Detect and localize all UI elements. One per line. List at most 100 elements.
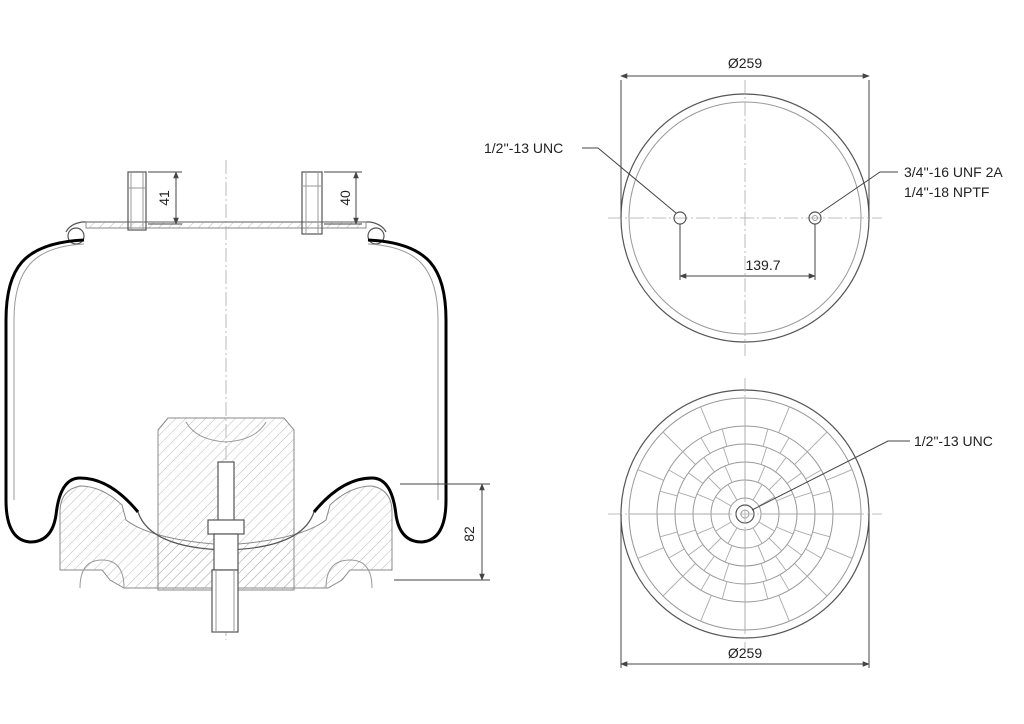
rib-line bbox=[775, 457, 787, 473]
callout-left-thread: 1/2''-13 UNC bbox=[484, 140, 563, 156]
bead-roll-left bbox=[67, 227, 85, 245]
pocket-left bbox=[79, 559, 125, 589]
rib-line bbox=[752, 484, 763, 501]
rib-line bbox=[752, 527, 763, 544]
top-view: Ø259 139.7 1/2''-13 UNC 3/4''-16 UNF 2A … bbox=[484, 55, 1003, 356]
rib-line bbox=[700, 406, 712, 433]
rib-line bbox=[794, 491, 812, 499]
rib-line bbox=[722, 447, 730, 465]
rib-line bbox=[805, 469, 822, 480]
rib-line bbox=[806, 431, 828, 453]
rib-line bbox=[760, 563, 768, 581]
rib-line bbox=[762, 428, 769, 447]
rib-line bbox=[722, 563, 730, 581]
rib-line bbox=[707, 476, 722, 491]
rib-line bbox=[682, 563, 696, 577]
rib-line bbox=[778, 595, 790, 622]
dim-40-label: 40 bbox=[337, 190, 353, 206]
rib-line bbox=[760, 447, 768, 465]
rib-line bbox=[768, 476, 783, 491]
leader-right bbox=[819, 171, 898, 214]
rib-line bbox=[688, 544, 704, 556]
bottom-view: Ø259 1/2"-13 UNC bbox=[608, 378, 993, 668]
piston-boss-cup bbox=[185, 421, 267, 443]
rib-line bbox=[662, 575, 684, 597]
stud-left bbox=[127, 171, 147, 231]
rib-line bbox=[776, 493, 794, 502]
rib-line bbox=[826, 469, 853, 481]
rib-line bbox=[659, 490, 678, 497]
rib-line bbox=[700, 437, 711, 454]
rib-line bbox=[696, 526, 714, 535]
rib-line bbox=[779, 574, 790, 591]
rib-line bbox=[678, 491, 696, 499]
rib-line bbox=[662, 431, 684, 453]
leader-bottom bbox=[751, 440, 910, 511]
rib-line bbox=[757, 465, 766, 483]
rib-line bbox=[724, 465, 733, 483]
rib-line bbox=[794, 563, 808, 577]
rib-line bbox=[659, 531, 678, 538]
rib-line bbox=[762, 581, 769, 600]
top-diameter-label: Ø259 bbox=[728, 55, 762, 71]
rib-line bbox=[696, 493, 714, 502]
rib-line bbox=[668, 469, 685, 480]
dim-82-label: 82 bbox=[461, 526, 477, 542]
rib-line bbox=[812, 490, 831, 497]
side-view: 41 40 bbox=[4, 160, 490, 640]
center-bolt bbox=[207, 461, 245, 633]
callout-right-thread: 3/4''-16 UNF 2A bbox=[904, 164, 1003, 180]
rib-line bbox=[776, 526, 794, 535]
rib-line bbox=[682, 451, 696, 465]
rib-line bbox=[806, 575, 828, 597]
rib-line bbox=[757, 545, 766, 563]
rib-line bbox=[786, 544, 802, 556]
rib-line bbox=[727, 484, 738, 501]
rib-line bbox=[715, 496, 732, 507]
dim-41-label: 41 bbox=[156, 190, 172, 206]
bead-plate-section bbox=[85, 221, 367, 229]
rib-line bbox=[778, 406, 790, 433]
rib-line bbox=[812, 531, 831, 538]
rib-line bbox=[794, 451, 808, 465]
rib-line bbox=[724, 545, 733, 563]
rib-line bbox=[703, 457, 715, 473]
leader-left bbox=[582, 147, 677, 214]
rib-line bbox=[668, 548, 685, 559]
rib-line bbox=[700, 595, 712, 622]
rib-line bbox=[703, 555, 715, 571]
rib-line bbox=[805, 548, 822, 559]
rib-line bbox=[707, 537, 722, 552]
callout-bottom-thread: 1/2"-13 UNC bbox=[914, 433, 993, 449]
dim-stud-right: 40 bbox=[324, 171, 362, 225]
rib-line bbox=[678, 529, 696, 537]
rib-line bbox=[758, 496, 775, 507]
rib-line bbox=[758, 521, 775, 532]
rib-line bbox=[688, 472, 704, 484]
stud-right bbox=[301, 171, 323, 235]
rib-line bbox=[637, 547, 664, 559]
bellows-inner bbox=[13, 243, 439, 500]
dim-piston: 82 bbox=[394, 483, 490, 581]
rib-line bbox=[727, 527, 738, 544]
rib-line bbox=[715, 521, 732, 532]
bottom-diameter-label: Ø259 bbox=[728, 645, 762, 661]
rib-line bbox=[779, 437, 790, 454]
rib-line bbox=[721, 581, 728, 600]
callout-right-port: 1/4''-18 NPTF bbox=[904, 184, 989, 200]
rib-line bbox=[637, 469, 664, 481]
rib-line bbox=[721, 428, 728, 447]
rib-line bbox=[768, 537, 783, 552]
bolt-spacing-label: 139.7 bbox=[745, 257, 780, 273]
rib-line bbox=[794, 529, 812, 537]
dim-stud-left: 41 bbox=[148, 171, 182, 225]
rib-line bbox=[700, 574, 711, 591]
bead-roll-right bbox=[367, 227, 385, 245]
air-port-hole bbox=[812, 215, 818, 221]
pocket-right bbox=[325, 559, 373, 589]
bellows-outline bbox=[4, 238, 448, 544]
rib-line bbox=[826, 547, 853, 559]
rib-line bbox=[775, 555, 787, 571]
rib-line bbox=[786, 472, 802, 484]
